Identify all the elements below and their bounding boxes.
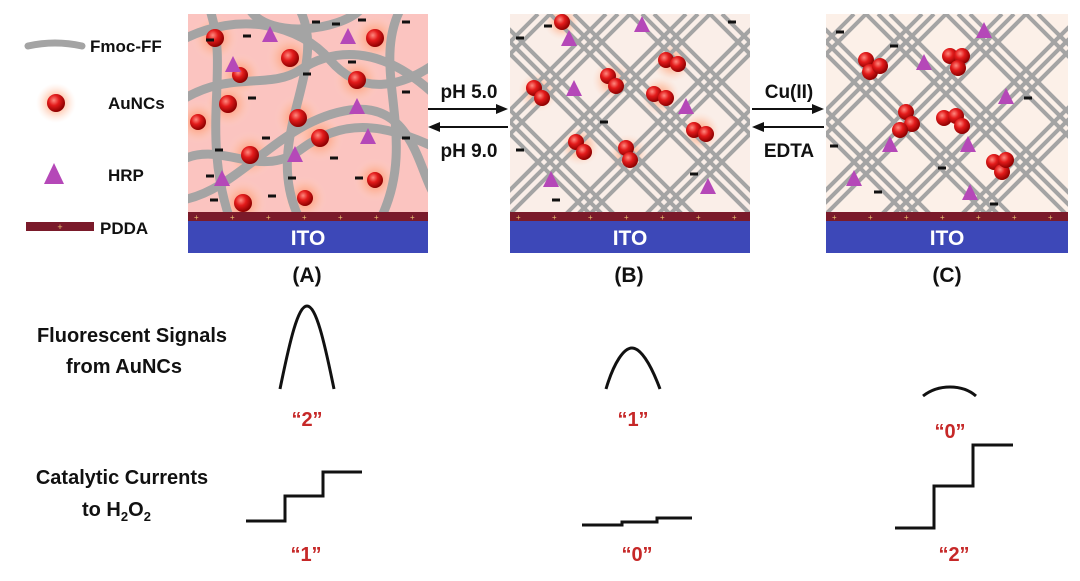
arrow-bc-back-label: EDTA — [764, 141, 815, 162]
aunc-legend-icon — [47, 94, 65, 112]
fluorescent-label-line2: from AuNCs — [66, 356, 182, 378]
arrow-ab-back-label: pH 9.0 — [440, 141, 497, 162]
legend-fmoc-label: Fmoc-FF — [90, 37, 162, 56]
arrow-bc-back-head — [752, 122, 764, 132]
fluorescent-code-c: “0” — [934, 421, 965, 443]
svg-text:+: + — [732, 213, 737, 222]
panel-c-charges — [830, 30, 1032, 206]
svg-text:+: + — [374, 213, 379, 222]
fluorescent-label-line1: Fluorescent Signals — [37, 325, 227, 347]
fluorescent-peak-c — [922, 385, 977, 398]
svg-text:+: + — [660, 213, 665, 222]
panel-b-ito-substrate — [510, 221, 750, 253]
panel-a-ito-label: ITO — [291, 227, 326, 250]
catalytic-label-line1: Catalytic Currents — [36, 467, 208, 489]
arrows-ab: pH 5.0 pH 9.0 — [428, 82, 508, 162]
panel-a-charges — [206, 18, 410, 202]
panel-c-pdda-layer — [826, 212, 1068, 221]
catalytic-steps-c — [895, 443, 1013, 530]
fluorescent-peak-b — [604, 346, 662, 390]
svg-text:+: + — [338, 213, 343, 222]
arrow-ab-forward-label: pH 5.0 — [440, 82, 497, 103]
panel-a-hrp-triangles — [214, 26, 376, 186]
catalytic-steps-b — [582, 516, 692, 527]
svg-text:+: + — [588, 213, 593, 222]
panel-b-aunc-particles — [526, 14, 714, 168]
legend-pdda-label: PDDA — [100, 219, 148, 238]
svg-text:+: + — [230, 213, 235, 222]
catalytic-steps-a — [246, 470, 362, 523]
catalytic-code-c: “2” — [938, 544, 969, 566]
panel-b-label: (B) — [614, 264, 643, 287]
panel-b-ito-label: ITO — [613, 227, 648, 250]
arrow-ab-back-head — [428, 122, 440, 132]
catalytic-code-b: “0” — [621, 544, 652, 566]
panel-c-ito-substrate — [826, 221, 1068, 253]
svg-text:+: + — [624, 213, 629, 222]
svg-text:+: + — [940, 213, 945, 222]
panel-a-pdda-layer — [188, 212, 428, 221]
legend: Fmoc-FF AuNCs HRP + PDDA — [24, 37, 165, 238]
fluorescent-code-a: “2” — [291, 409, 322, 431]
arrow-bc-forward-label: Cu(II) — [765, 82, 814, 103]
panel-b-pdda-layer — [510, 212, 750, 221]
svg-text:+: + — [1048, 213, 1053, 222]
hrp-legend-icon — [44, 163, 64, 184]
svg-text:+: + — [1012, 213, 1017, 222]
panel-c-pdda-plus-marks: + + + + + + + — [832, 213, 1053, 222]
panel-b-fiber-mesh — [510, 14, 750, 214]
panel-a-ito-substrate — [188, 221, 428, 253]
svg-text:+: + — [976, 213, 981, 222]
catalytic-h-text: to H — [82, 499, 121, 521]
catalytic-o-text: O — [128, 499, 144, 521]
catalytic-currents-row: Catalytic Currents to H2O2 “1” “0” “2” — [36, 443, 1013, 566]
panel-a-label: (A) — [292, 264, 321, 287]
panel-c-ito-label: ITO — [930, 227, 965, 250]
svg-text:+: + — [868, 213, 873, 222]
panel-a-pdda-plus-marks: + + + + + + + — [194, 213, 415, 222]
pdda-plus-icon: + — [57, 222, 62, 232]
svg-text:+: + — [302, 213, 307, 222]
panel-b-hrp-triangles — [543, 16, 716, 194]
svg-text:+: + — [194, 213, 199, 222]
fluorescent-peak-a — [278, 304, 336, 390]
svg-text:+: + — [552, 213, 557, 222]
panel-b-charges — [516, 20, 736, 202]
arrows-bc: Cu(II) EDTA — [752, 82, 824, 162]
panel-a-content — [188, 14, 428, 214]
svg-text:+: + — [266, 213, 271, 222]
panel-c-content — [826, 14, 1068, 214]
fluorescent-code-b: “1” — [617, 409, 648, 431]
pdda-legend-icon — [26, 222, 94, 231]
panel-b: + + + + + + + ITO (B) — [510, 14, 750, 287]
legend-aunc-label: AuNCs — [108, 94, 165, 113]
panel-a-fibers — [188, 14, 428, 214]
catalytic-label-line2: to H2O2 — [82, 499, 151, 524]
panel-c-label: (C) — [932, 264, 961, 287]
arrow-bc-forward-head — [812, 104, 824, 114]
svg-text:+: + — [410, 213, 415, 222]
svg-text:+: + — [696, 213, 701, 222]
catalytic-sub1: 2 — [121, 509, 128, 524]
fluorescent-signals-row: Fluorescent Signals from AuNCs “2” “1” “… — [37, 304, 977, 443]
panel-a: + + + + + + + ITO (A) — [188, 14, 428, 287]
panel-c-aunc-particles — [858, 48, 1014, 180]
arrow-ab-forward-head — [496, 104, 508, 114]
catalytic-label-line1-text: Catalytic Currents — [36, 467, 208, 489]
panel-b-pdda-plus-marks: + + + + + + + — [516, 213, 737, 222]
panel-a-aunc-particles — [190, 29, 384, 212]
catalytic-code-a: “1” — [290, 544, 321, 566]
panel-c-hrp-triangles — [846, 22, 1014, 200]
legend-hrp-label: HRP — [108, 166, 144, 185]
fmoc-legend-icon — [24, 39, 86, 50]
catalytic-sub2: 2 — [144, 509, 151, 524]
svg-text:+: + — [832, 213, 837, 222]
panel-b-content — [510, 14, 750, 214]
panel-c: + + + + + + + ITO (C) — [826, 14, 1068, 287]
svg-text:+: + — [904, 213, 909, 222]
svg-text:+: + — [516, 213, 521, 222]
